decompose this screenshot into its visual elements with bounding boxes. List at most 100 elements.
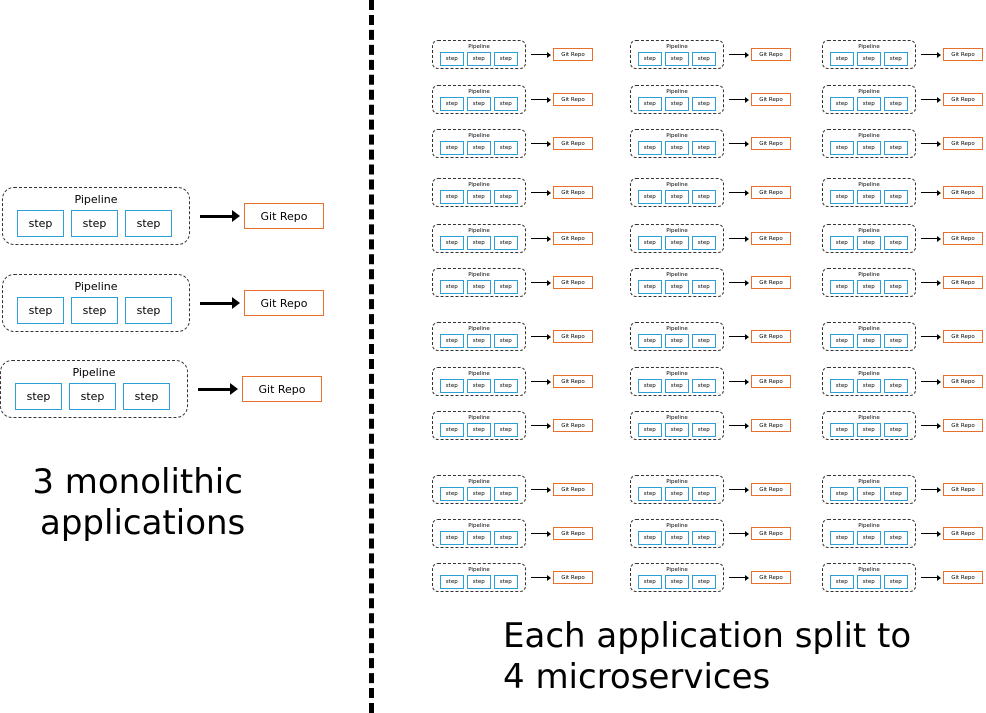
micro-r9-c2-arrow-head: [745, 422, 749, 429]
micro-r7-c1-step-box: step: [467, 334, 491, 348]
micro-r12-c3-pipeline-label: Pipeline: [858, 566, 880, 573]
micro-r11-c3-arrow-line: [921, 532, 937, 535]
micro-r3-c3-step-box: step: [884, 141, 908, 155]
micro-r6-c2-step-box: step: [665, 280, 689, 294]
micro-r5-c2-step-box: step: [692, 236, 716, 250]
micro-r4-c1-arrow-line: [531, 191, 547, 194]
micro-r10-c1-step-box: step: [440, 487, 464, 501]
micro-r3-c2-arrow-head: [745, 140, 749, 147]
micro-r2-c2-git-repo-box: Git Repo: [751, 93, 791, 106]
micro-r9-c1-arrow-line: [531, 424, 547, 427]
micro-r12-c2-step-box: step: [665, 575, 689, 589]
micro-r10-c3-pipeline-label: Pipeline: [858, 478, 880, 485]
micro-r1-c1-pipeline-label: Pipeline: [468, 43, 490, 50]
micro-r9-c1-step-box: step: [467, 423, 491, 437]
micro-r12-c1-pipeline-label: Pipeline: [468, 566, 490, 573]
micro-r4-c1-step-box: step: [494, 190, 518, 204]
micro-r6-c2-pipeline-label: Pipeline: [666, 271, 688, 278]
micro-r6-c1-step-box: step: [467, 280, 491, 294]
micro-r11-c1-pipeline-label: Pipeline: [468, 522, 490, 529]
micro-r5-c1-step-box: step: [467, 236, 491, 250]
micro-r11-c2-arrow-head: [745, 530, 749, 537]
micro-r11-c3-pipeline-label: Pipeline: [858, 522, 880, 529]
micro-r7-c3-git-repo-box: Git Repo: [943, 330, 983, 343]
micro-r12-c3-step-box: step: [884, 575, 908, 589]
micro-r5-c2-arrow-line: [729, 237, 745, 240]
micro-r5-c1-step-box: step: [494, 236, 518, 250]
micro-r2-c2-arrow-head: [745, 96, 749, 103]
micro-r6-c3-step-box: step: [830, 280, 854, 294]
micro-r6-c2-arrow-line: [729, 281, 745, 284]
micro-r1-c2-step-box: step: [665, 52, 689, 66]
micro-r1-c2-step-box: step: [692, 52, 716, 66]
micro-r12-c3-git-repo-box: Git Repo: [943, 571, 983, 584]
micro-r7-c2-step-box: step: [692, 334, 716, 348]
micro-r12-c3-arrow-line: [921, 576, 937, 579]
monolith-caption: 3 monolithic applications: [30, 462, 245, 544]
micro-r1-c3-step-box: step: [830, 52, 854, 66]
micro-r3-c3-git-repo-box: Git Repo: [943, 137, 983, 150]
micro-r6-c3-git-repo-box: Git Repo: [943, 276, 983, 289]
micro-r12-c2-git-repo-box: Git Repo: [751, 571, 791, 584]
micro-r7-c2-pipeline-label: Pipeline: [666, 325, 688, 332]
micro-r10-c2-arrow-line: [729, 488, 745, 491]
micro-r9-c3-arrow-line: [921, 424, 937, 427]
micro-r9-c3-git-repo-box: Git Repo: [943, 419, 983, 432]
micro-r2-c1-pipeline-label: Pipeline: [468, 88, 490, 95]
micro-r3-c1-arrow-head: [547, 140, 551, 147]
monolith-caption-line-1: 3 monolithic: [32, 462, 243, 502]
micro-r12-c1-git-repo-box: Git Repo: [553, 571, 593, 584]
micro-r1-c1-git-repo-box: Git Repo: [553, 48, 593, 61]
micro-r1-c3-step-box: step: [884, 52, 908, 66]
micro-r5-c2-step-box: step: [665, 236, 689, 250]
micro-r7-c3-step-box: step: [857, 334, 881, 348]
micro-r6-c3-arrow-line: [921, 281, 937, 284]
micro-r11-c1-arrow-line: [531, 532, 547, 535]
micro-r2-c3-step-box: step: [857, 97, 881, 111]
micro-r4-c3-arrow-line: [921, 191, 937, 194]
monolith-1-arrow-line: [200, 214, 232, 218]
micro-r12-c3-step-box: step: [857, 575, 881, 589]
micro-r4-c1-step-box: step: [440, 190, 464, 204]
micro-r7-c1-step-box: step: [440, 334, 464, 348]
micro-r2-c1-arrow-line: [531, 98, 547, 101]
microservices-caption: Each application split to 4 microservice…: [503, 616, 911, 698]
micro-r9-c3-arrow-head: [937, 422, 941, 429]
micro-r8-c2-arrow-line: [729, 380, 745, 383]
micro-r12-c2-step-box: step: [638, 575, 662, 589]
micro-r10-c2-step-box: step: [638, 487, 662, 501]
micro-r8-c2-arrow-head: [745, 378, 749, 385]
micro-r7-c3-step-box: step: [884, 334, 908, 348]
monolith-2-step-box: step: [17, 297, 64, 324]
micro-r1-c3-git-repo-box: Git Repo: [943, 48, 983, 61]
micro-r1-c2-step-box: step: [638, 52, 662, 66]
micro-r3-c1-step-box: step: [440, 141, 464, 155]
micro-r8-c3-step-box: step: [857, 379, 881, 393]
micro-r3-c2-step-box: step: [638, 141, 662, 155]
micro-r8-c1-pipeline-label: Pipeline: [468, 370, 490, 377]
micro-r9-c2-step-box: step: [692, 423, 716, 437]
micro-r2-c3-arrow-line: [921, 98, 937, 101]
micro-r2-c3-arrow-head: [937, 96, 941, 103]
micro-r4-c3-git-repo-box: Git Repo: [943, 186, 983, 199]
micro-r8-c1-git-repo-box: Git Repo: [553, 375, 593, 388]
micro-r11-c1-arrow-head: [547, 530, 551, 537]
micro-r7-c3-arrow-line: [921, 335, 937, 338]
micro-r2-c1-arrow-head: [547, 96, 551, 103]
monolith-1-step-box: step: [125, 210, 172, 237]
micro-r7-c1-step-box: step: [494, 334, 518, 348]
micro-r10-c1-git-repo-box: Git Repo: [553, 483, 593, 496]
micro-r4-c1-git-repo-box: Git Repo: [553, 186, 593, 199]
